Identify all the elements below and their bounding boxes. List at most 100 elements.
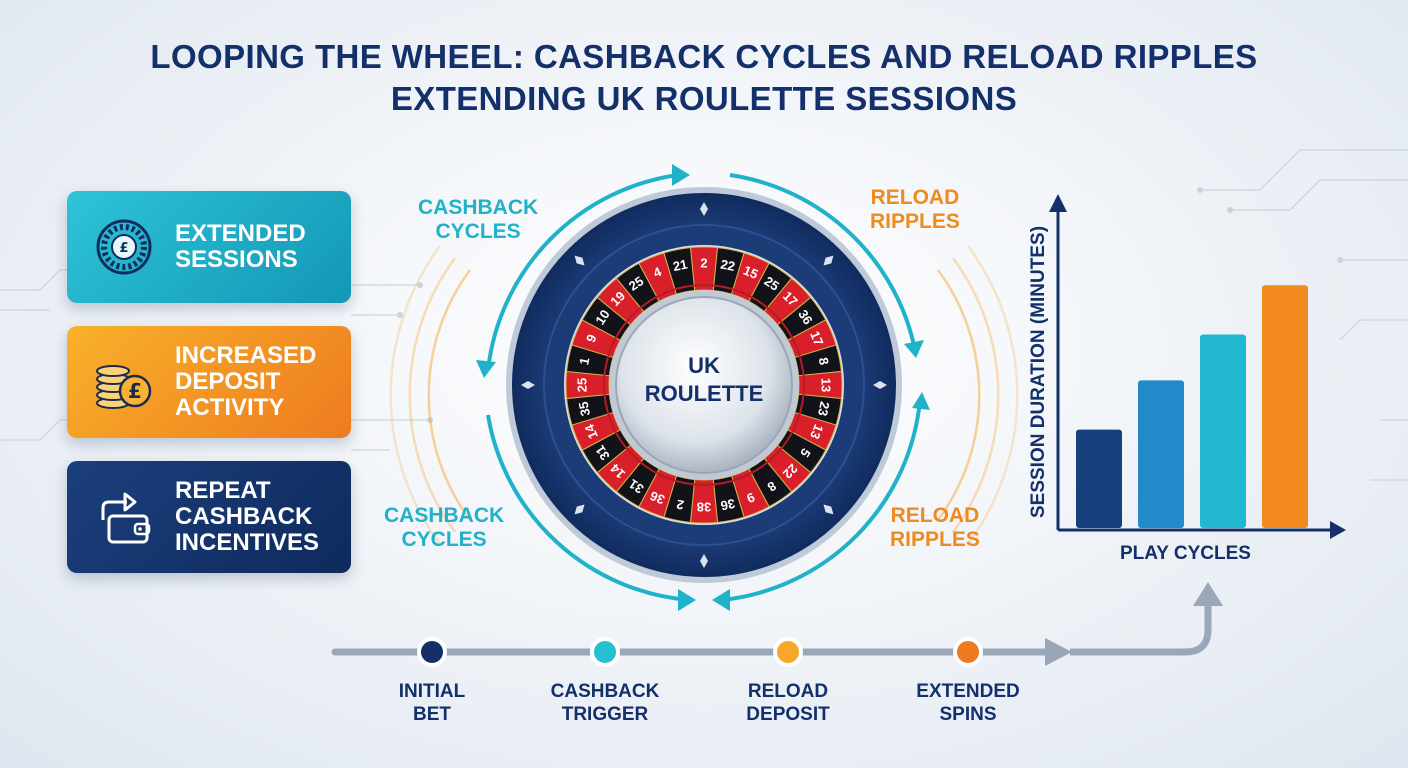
wheel-pocket-number: 25	[626, 273, 646, 294]
wheel-pocket-number: 31	[592, 443, 613, 463]
reload-cycle-arrows	[721, 173, 922, 602]
wheel-pocket-number: 36	[795, 307, 816, 327]
card-1-line-1: EXTENDED	[175, 220, 306, 247]
wheel-pocket-number: 8	[816, 356, 832, 366]
step-2-line-2: TRIGGER	[561, 704, 649, 725]
card-increased-deposit-activity: £ INCREASED DEPOSIT ACTIVITY	[67, 326, 351, 438]
wheel-pocket-number: 38	[697, 500, 711, 515]
wheel-pocket-number: 17	[807, 329, 826, 348]
chart-bar	[1200, 334, 1246, 528]
timeline-dot	[953, 637, 983, 667]
wheel-pocket-number: 14	[581, 421, 601, 441]
wheel-inner-rim	[543, 224, 865, 546]
step-3-line-2: DEPOSIT	[746, 704, 830, 725]
reload-bottom-line-2: RIPPLES	[890, 528, 980, 551]
wheel-diamond	[574, 255, 585, 266]
wheel-center-label: UK ROULETTE	[604, 352, 804, 408]
wheel-diamonds	[521, 202, 887, 568]
timeline-dot	[417, 637, 447, 667]
wheel-diamond	[574, 504, 585, 515]
reload-ripples-label-bottom: RELOAD RIPPLES	[890, 504, 980, 552]
wheel-pocket-number: 36	[719, 496, 736, 514]
step-1-line-1: INITIAL	[398, 681, 466, 702]
wheel-diamond	[700, 202, 708, 216]
card-2-line-1: INCREASED	[175, 342, 317, 369]
wheel-diamond	[823, 255, 834, 266]
step-3-line-1: RELOAD	[747, 681, 829, 702]
wheel-pocket-number: 2	[700, 255, 707, 270]
timeline-dot	[773, 637, 803, 667]
step-4-line-1: EXTENDED	[916, 681, 1020, 702]
wheel-pocket-number: 22	[719, 257, 736, 275]
cashback-bottom-line-2: CYCLES	[401, 528, 487, 551]
wheel-pocket-number: 25	[574, 378, 589, 392]
card-3-line-1: REPEAT	[175, 477, 271, 504]
wheel-pocket-number: 15	[741, 263, 760, 282]
session-duration-chart	[1049, 194, 1346, 539]
ripple-arcs-right	[936, 245, 1019, 545]
cashback-cycles-label-bottom: CASHBACK CYCLES	[384, 504, 504, 552]
step-4-line-2: SPINS	[939, 704, 997, 725]
chart-y-axis-label: SESSION DURATION (MINUTES)	[1028, 225, 1049, 519]
timeline-step-reload-deposit: RELOAD DEPOSIT	[708, 680, 868, 726]
wheel-label-line-2: ROULETTE	[644, 381, 764, 406]
title-line-1: LOOPING THE WHEEL: CASHBACK CYCLES AND R…	[150, 38, 1258, 75]
wheel-pocket-number: 13	[819, 378, 834, 392]
svg-text:£: £	[128, 379, 142, 403]
card-repeat-cashback-incentives: REPEAT CASHBACK INCENTIVES	[67, 461, 351, 573]
wheel-pocket-number: 13	[807, 422, 826, 441]
cashback-cycle-arrows	[486, 173, 691, 602]
reload-ripples-label-top: RELOAD RIPPLES	[870, 186, 960, 234]
card-2-line-3: ACTIVITY	[175, 394, 285, 421]
wheel-pocket-number: 10	[592, 307, 613, 327]
reload-bottom-line-1: RELOAD	[890, 504, 980, 527]
card-2-line-2: DEPOSIT	[175, 368, 281, 395]
arrow-heads	[476, 164, 930, 611]
cashback-top-line-2: CYCLES	[435, 220, 521, 243]
wheel-label-line-1: UK	[688, 353, 720, 378]
wheel-diamond	[521, 381, 535, 389]
wheel-pocket-number: 21	[672, 257, 689, 275]
card-1-line-2: SESSIONS	[175, 246, 298, 273]
cashback-bottom-line-1: CASHBACK	[384, 504, 505, 527]
timeline-step-initial-bet: INITIAL BET	[352, 680, 512, 726]
step-1-line-2: BET	[413, 704, 451, 725]
wheel-pocket-number: 36	[648, 488, 667, 507]
wheel-pocket-ring	[603, 284, 805, 486]
wheel-diamond	[873, 381, 887, 389]
wallet-return-icon	[101, 492, 151, 544]
wheel-diamond	[700, 554, 708, 568]
wheel-pocket-number: 1	[576, 356, 592, 366]
wheel-pocket-number: 31	[626, 476, 646, 497]
page-title: LOOPING THE WHEEL: CASHBACK CYCLES AND R…	[0, 36, 1408, 120]
timeline-arrow	[1045, 638, 1072, 666]
reload-top-line-2: RIPPLES	[870, 210, 960, 233]
card-extended-sessions: £ EXTENDED SESSIONS	[67, 191, 351, 303]
wheel-pocket-number: 25	[762, 273, 782, 294]
wheel-pocket-number: 23	[815, 400, 833, 417]
y-axis-arrow	[1049, 194, 1067, 212]
wheel-hub	[615, 296, 793, 474]
card-3-line-3: INCENTIVES	[175, 529, 320, 556]
timeline-up-arrow	[1193, 582, 1223, 606]
chart-bar	[1138, 380, 1184, 528]
wheel-pocket-number: 35	[576, 400, 594, 417]
reload-top-line-1: RELOAD	[870, 186, 960, 209]
step-2-line-1: CASHBACK	[550, 681, 660, 702]
cashback-top-line-1: CASHBACK	[418, 196, 539, 219]
chart-x-axis-label: PLAY CYCLES	[1120, 543, 1251, 564]
wheel-diamond	[823, 504, 834, 515]
cashback-cycles-label-top: CASHBACK CYCLES	[418, 196, 538, 244]
roulette-wheel-icon: £	[96, 219, 152, 275]
x-axis-arrow	[1330, 521, 1346, 539]
coin-stack-pound-icon: £	[96, 365, 152, 409]
ripple-arcs-left	[389, 245, 472, 545]
timeline-up-connector	[1070, 600, 1212, 656]
chart-bar	[1076, 429, 1122, 528]
title-line-2: EXTENDING UK ROULETTE SESSIONS	[390, 80, 1018, 117]
wheel-pocket-number: 2	[675, 497, 685, 513]
card-3-line-2: CASHBACK	[175, 503, 313, 530]
timeline-step-extended-spins: EXTENDED SPINS	[888, 680, 1048, 726]
